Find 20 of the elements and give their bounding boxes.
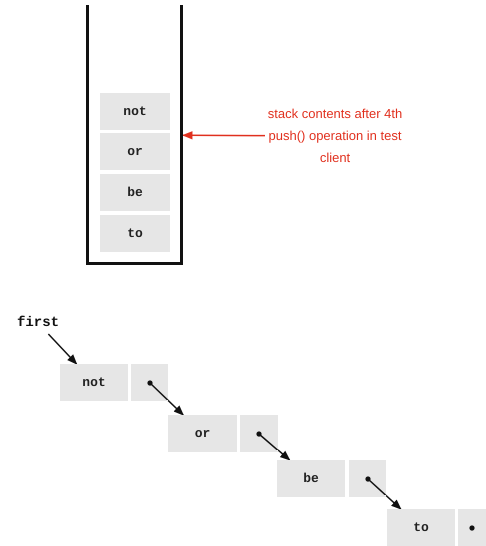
pointer-cell (131, 364, 168, 401)
stack-item: not (100, 93, 170, 130)
arrow (48, 333, 78, 365)
note-text: stack contents after 4th push() operation in test client (265, 103, 405, 169)
stack-item: be (100, 174, 170, 211)
arrow (167, 400, 184, 416)
arrow (278, 449, 290, 461)
stack-item: or (100, 133, 170, 170)
list-cell: not (60, 364, 128, 401)
pointer-cell (349, 460, 386, 497)
pointer-cell (240, 415, 278, 452)
pointer-cell (458, 509, 486, 546)
list-cell: be (277, 460, 345, 497)
arrow (182, 131, 265, 140)
pointer-label: first (8, 312, 68, 334)
stack-container (86, 5, 183, 265)
list-cell: or (168, 415, 237, 452)
list-cell: to (387, 509, 455, 546)
arrow (386, 494, 402, 510)
stack-item: to (100, 215, 170, 252)
